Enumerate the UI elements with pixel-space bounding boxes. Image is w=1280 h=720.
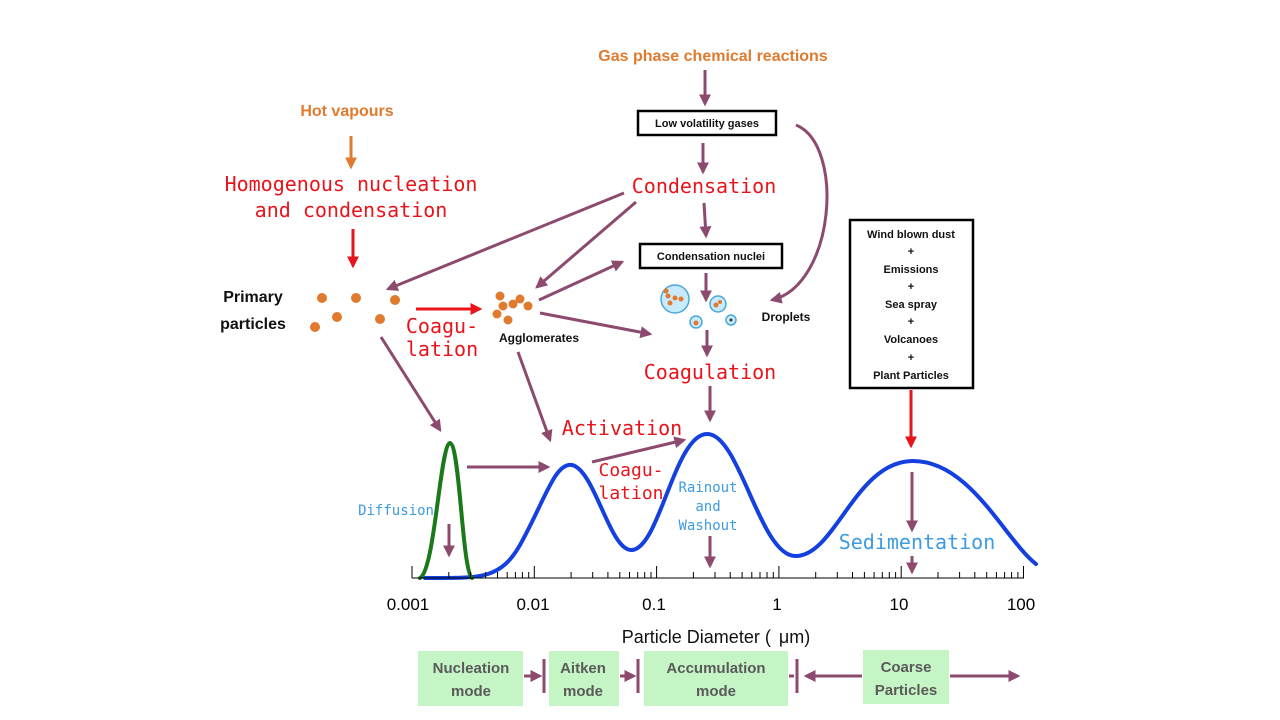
primary-particles-line1: Primary bbox=[223, 289, 283, 306]
coagulation-mid-line1: Coagu- bbox=[598, 460, 663, 481]
accumulation-mode-line1: Accumulation bbox=[666, 660, 765, 677]
coagulation-mid-line2: lation bbox=[598, 483, 663, 504]
homogenous-nucleation-line2: and condensation bbox=[255, 198, 448, 222]
x-tick-label: 100 bbox=[1007, 595, 1035, 614]
condensation-label: Condensation bbox=[632, 174, 777, 198]
droplet-icons bbox=[660, 284, 737, 329]
x-axis-label: Particle Diameter (μm) bbox=[622, 627, 810, 647]
sources-box bbox=[848, 218, 975, 390]
coagulation-left-line2: lation bbox=[406, 337, 478, 361]
source-line: + bbox=[908, 281, 914, 293]
diffusion-label: Diffusion bbox=[358, 503, 434, 519]
arrow-lowvol-to-droplets bbox=[769, 123, 829, 304]
nucleation-mode-curve bbox=[418, 441, 474, 580]
coagulation-left-line1: Coagu- bbox=[406, 314, 478, 338]
nucleation-mode-box bbox=[418, 651, 523, 706]
arrow-agglomerates-to-aitken-peak bbox=[516, 351, 553, 443]
sources-list: Wind blown dust + Emissions + Sea spray … bbox=[867, 229, 955, 382]
source-line: Plant Particles bbox=[873, 370, 949, 382]
aitken-mode-line1: Aitken bbox=[560, 660, 606, 677]
x-axis bbox=[411, 566, 1024, 579]
aitken-mode-box bbox=[549, 651, 619, 706]
x-tick-label: 0.001 bbox=[387, 595, 430, 614]
coarse-particles-line2: Particles bbox=[875, 682, 938, 699]
arrow-agglomerates-to-nuclei bbox=[538, 260, 625, 302]
size-distribution-curve bbox=[423, 431, 1038, 581]
x-axis-ticks bbox=[411, 566, 1024, 578]
source-line: + bbox=[908, 352, 914, 364]
arrow-condensation-to-primary bbox=[385, 191, 625, 291]
gas-phase-label: Gas phase chemical reactions bbox=[598, 48, 828, 65]
coagulation-top-label: Coagulation bbox=[644, 360, 776, 384]
droplets-label: Droplets bbox=[762, 310, 811, 324]
source-line: Wind blown dust bbox=[867, 229, 955, 241]
rainout-line3: Washout bbox=[678, 518, 737, 534]
aitken-mode-line2: mode bbox=[563, 683, 603, 700]
agglomerate-dots bbox=[492, 291, 533, 325]
arrow-primary-to-nucleation-peak bbox=[379, 336, 442, 433]
mode-range-arrows bbox=[524, 659, 1021, 693]
low-volatility-box bbox=[636, 109, 778, 137]
sedimentation-label: Sedimentation bbox=[839, 530, 996, 554]
source-line: + bbox=[908, 316, 914, 328]
accumulation-mode-box bbox=[644, 651, 788, 706]
source-line: + bbox=[908, 246, 914, 258]
source-line: Sea spray bbox=[885, 299, 938, 311]
agglomerates-label: Agglomerates bbox=[499, 331, 579, 345]
nucleation-mode-line1: Nucleation bbox=[433, 660, 510, 677]
hot-vapours-label: Hot vapours bbox=[300, 103, 393, 120]
source-line: Emissions bbox=[883, 264, 938, 276]
nucleation-mode-line2: mode bbox=[451, 683, 491, 700]
coarse-particles-box bbox=[863, 650, 949, 704]
activation-label: Activation bbox=[562, 416, 682, 440]
x-tick-label: 10 bbox=[890, 595, 909, 614]
coarse-particles-line1: Coarse bbox=[881, 659, 932, 676]
condensation-nuclei-box bbox=[638, 242, 784, 270]
accumulation-mode-line2: mode bbox=[696, 683, 736, 700]
primary-particles-line2: particles bbox=[220, 316, 286, 333]
arrow-aitken-to-accumulation bbox=[591, 436, 687, 464]
x-axis-tick-labels: 0.001 0.01 0.1 1 10 100 bbox=[387, 595, 1035, 614]
primary-particle-dots bbox=[310, 293, 400, 332]
source-line: Volcanoes bbox=[884, 334, 938, 346]
arrow-condensation-to-nuclei bbox=[699, 202, 712, 239]
condensation-nuclei-label: Condensation nuclei bbox=[657, 251, 765, 263]
homogenous-nucleation-line1: Homogenous nucleation bbox=[225, 172, 478, 196]
rainout-line2: and bbox=[695, 499, 720, 515]
arrow-condensation-to-agglomerates bbox=[535, 200, 637, 289]
x-tick-label: 1 bbox=[772, 595, 781, 614]
x-tick-label: 0.01 bbox=[516, 595, 549, 614]
low-volatility-label: Low volatility gases bbox=[655, 118, 759, 130]
rainout-line1: Rainout bbox=[678, 480, 737, 496]
arrow-agglomerates-to-droplets bbox=[539, 311, 653, 339]
x-tick-label: 0.1 bbox=[642, 595, 666, 614]
